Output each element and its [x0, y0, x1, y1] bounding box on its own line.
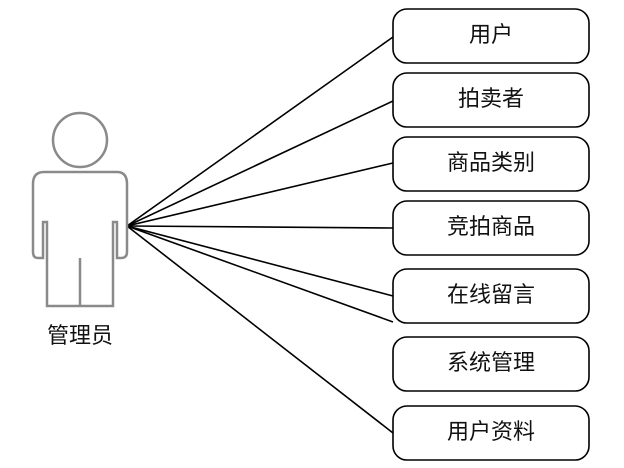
connector-lines	[126, 36, 394, 434]
connector-line-6	[126, 225, 394, 323]
use-case-label: 拍卖者	[458, 87, 524, 112]
use-case-3: 商品类别	[392, 136, 590, 192]
use-case-box	[392, 336, 590, 392]
connector-line-5	[126, 225, 394, 297]
connector-line-3	[126, 162, 394, 227]
use-case-1: 用户	[392, 8, 590, 64]
use-case-box	[392, 72, 590, 128]
actor-label: 管理员	[47, 324, 113, 349]
use-case-label: 用户资料	[447, 420, 535, 445]
use-case-box	[392, 200, 590, 256]
use-case-box	[392, 268, 590, 324]
use-case-4: 竞拍商品	[392, 200, 590, 256]
use-case-label: 用户	[469, 23, 513, 48]
use-case-6: 系统管理	[392, 336, 590, 392]
use-case-box	[392, 136, 590, 192]
actor-head	[51, 111, 109, 169]
use-case-label: 在线留言	[447, 283, 535, 308]
use-case-box	[392, 405, 590, 461]
actor-figure	[31, 111, 129, 308]
use-case-box	[392, 8, 590, 64]
use-case-5: 在线留言	[392, 268, 590, 324]
use-case-2: 拍卖者	[392, 72, 590, 128]
use-case-7: 用户资料	[392, 405, 590, 461]
connector-line-2	[126, 100, 394, 227]
use-case-label: 系统管理	[447, 351, 535, 376]
actor-body	[31, 170, 129, 308]
use-case-label: 商品类别	[447, 151, 535, 176]
connector-line-7	[126, 225, 394, 434]
use-case-label: 竞拍商品	[447, 215, 535, 240]
connector-line-1	[126, 36, 394, 227]
connector-line-4	[126, 225, 394, 229]
